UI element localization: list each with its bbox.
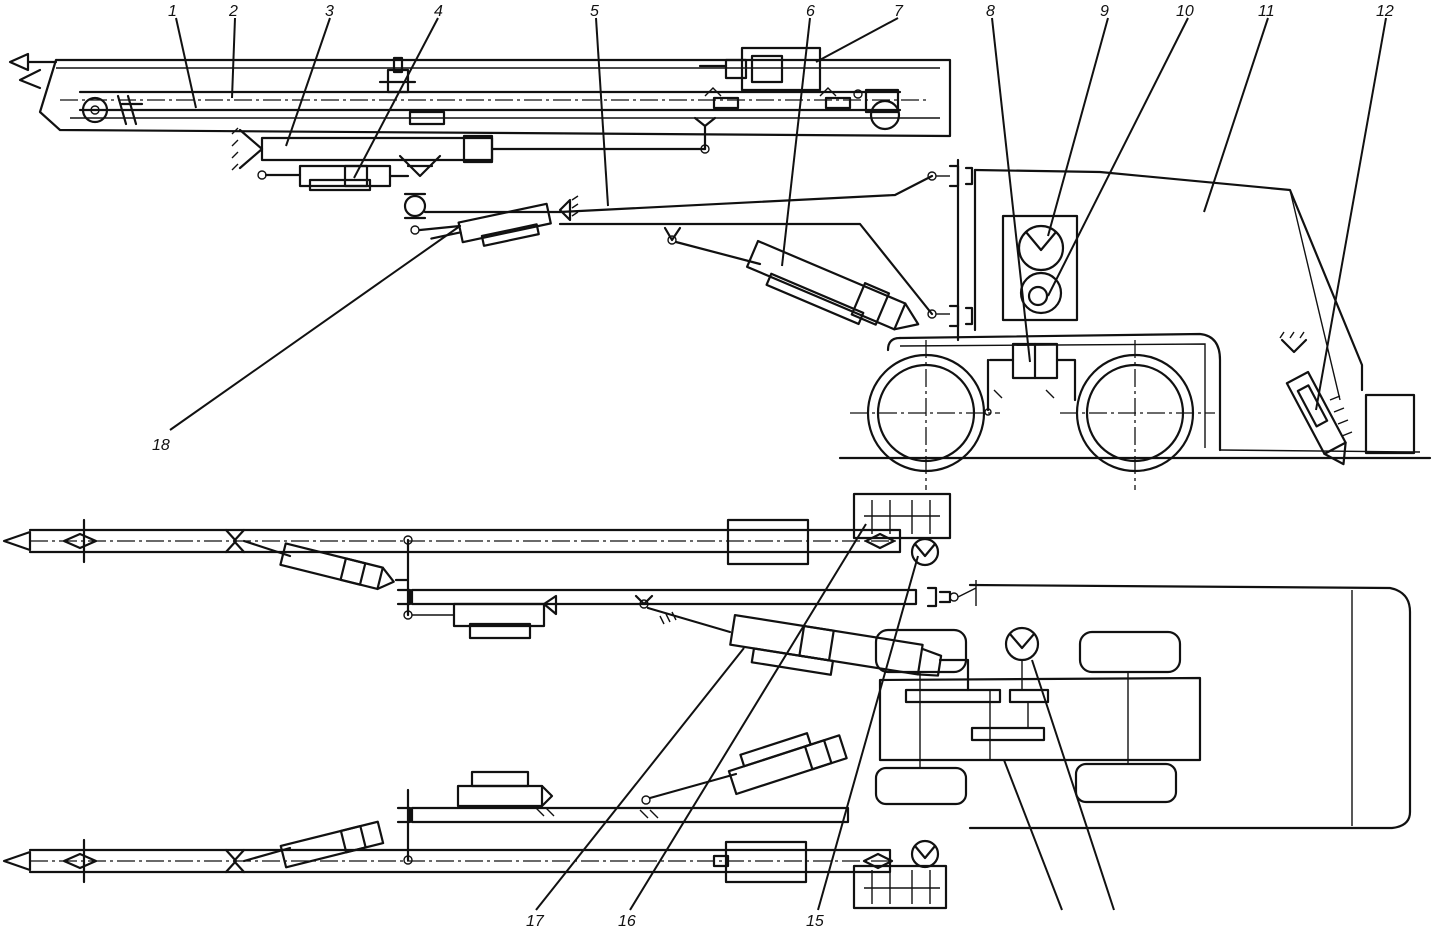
plan-swing-cylinder-upper xyxy=(242,535,413,620)
boom-mount xyxy=(936,158,974,342)
label-15: 15 xyxy=(806,913,824,930)
plan-boom-upper xyxy=(396,580,977,640)
boom-lift-cylinder xyxy=(663,226,920,331)
label-6: 6 xyxy=(806,3,815,20)
plan-feed-beam-lower xyxy=(2,820,948,910)
label-2: 2 xyxy=(228,3,238,20)
power-unit-cab xyxy=(973,168,1416,455)
plan-boom-lower xyxy=(396,732,850,865)
label-5: 5 xyxy=(590,3,599,20)
label-10: 10 xyxy=(1176,3,1194,20)
label-16: 16 xyxy=(618,913,636,930)
swing-cylinder xyxy=(257,154,442,192)
label-1: 1 xyxy=(168,3,177,20)
side-view xyxy=(8,46,1432,490)
boom xyxy=(403,171,937,319)
leader-lines xyxy=(169,17,1387,911)
label-11: 11 xyxy=(1258,3,1275,20)
label-8: 8 xyxy=(986,3,995,20)
plan-feed-beam-upper xyxy=(2,492,952,567)
feed-beam xyxy=(8,46,952,138)
labels: 1 2 3 4 5 6 7 8 9 10 11 12 18 17 16 15 xyxy=(152,3,1394,930)
label-18: 18 xyxy=(152,437,170,454)
plan-chassis xyxy=(874,583,1412,830)
chassis xyxy=(838,332,1432,490)
label-3: 3 xyxy=(325,3,334,20)
plan-view xyxy=(2,492,1412,910)
label-7: 7 xyxy=(894,3,904,20)
label-17: 17 xyxy=(526,913,545,930)
label-4: 4 xyxy=(434,3,443,20)
feed-cylinder xyxy=(231,116,717,171)
label-9: 9 xyxy=(1100,3,1109,20)
label-12: 12 xyxy=(1376,3,1394,20)
